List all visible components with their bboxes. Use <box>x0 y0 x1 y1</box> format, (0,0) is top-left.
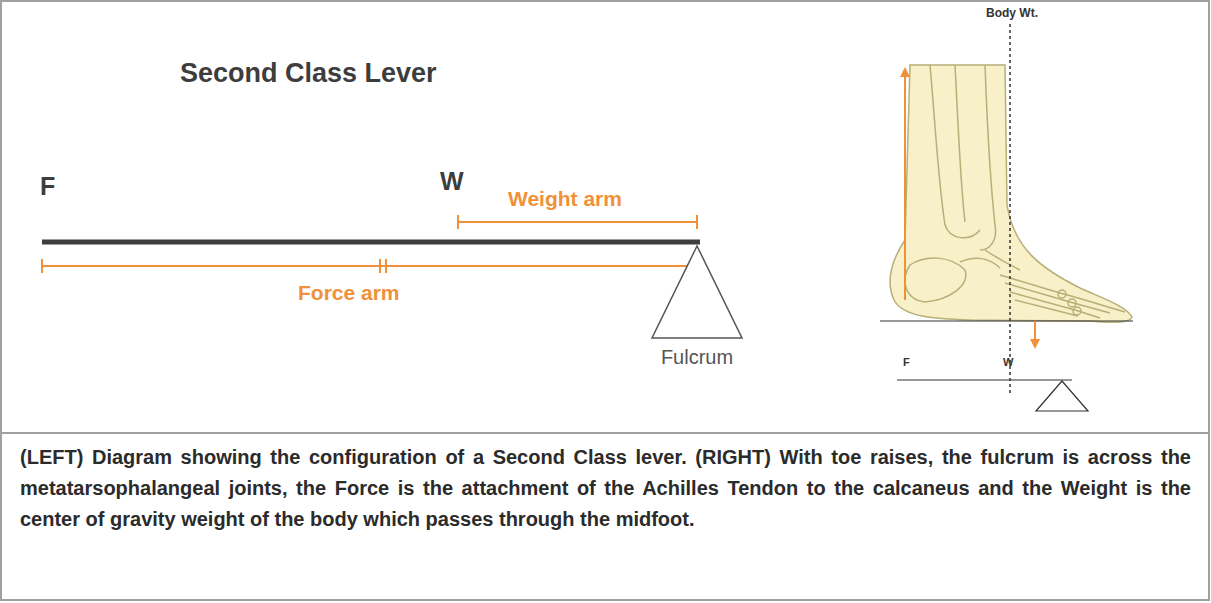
fulcrum-label: Fulcrum <box>661 346 733 369</box>
force-arm-label: Force arm <box>298 281 400 305</box>
body-weight-line <box>1009 24 1011 396</box>
small-fulcrum <box>1036 381 1088 411</box>
lever-bar <box>42 240 700 245</box>
lever-title: Second Class Lever <box>180 58 437 89</box>
fulcrum-triangle <box>652 246 742 338</box>
force-arm-bracket <box>42 259 697 273</box>
achilles-force-arrow <box>904 72 906 300</box>
small-force-letter: F <box>903 356 910 369</box>
weight-arm-bracket <box>458 215 697 229</box>
force-letter: F <box>40 172 55 201</box>
ground-line <box>880 320 1133 321</box>
toe-force-arrow <box>1034 321 1036 344</box>
body-weight-label: Body Wt. <box>986 7 1038 21</box>
weight-arm-label: Weight arm <box>508 187 622 211</box>
small-weight-letter: W <box>1003 356 1013 369</box>
separator <box>1 432 1210 434</box>
foot-illustration <box>890 65 1132 322</box>
weight-letter: W <box>440 167 464 196</box>
figure-caption: (LEFT) Diagram showing the configuration… <box>20 442 1191 535</box>
small-lever-bar <box>897 379 1072 380</box>
